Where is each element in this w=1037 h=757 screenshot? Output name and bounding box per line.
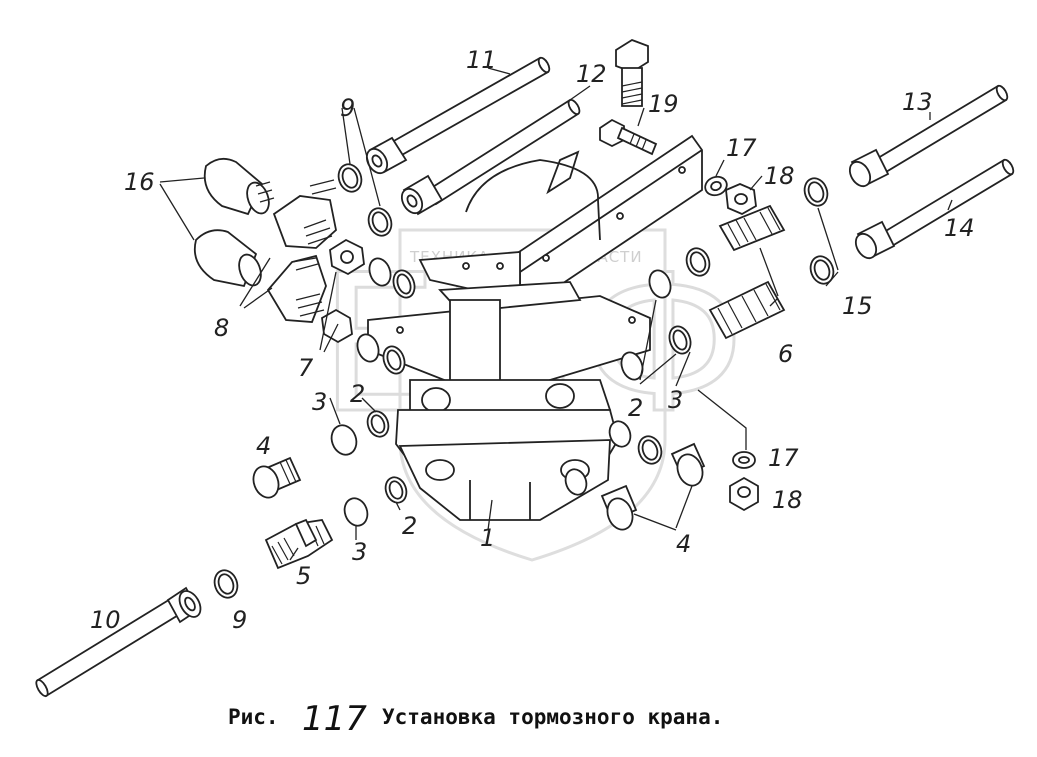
label-6: 6 (778, 340, 793, 368)
label-3a: 3 (312, 388, 327, 416)
label-1: 1 (480, 524, 495, 552)
label-17b: 17 (768, 444, 799, 472)
caption-text: Установка тормозного крана. (382, 705, 723, 729)
elbow-8-top (272, 179, 337, 249)
plug-4-right-top (670, 442, 706, 487)
label-10: 10 (90, 606, 121, 634)
label-15: 15 (842, 292, 873, 320)
elbow-8-bottom (266, 254, 327, 323)
label-3b: 3 (352, 538, 367, 566)
label-2c: 2 (628, 394, 643, 422)
label-18b: 18 (772, 486, 803, 514)
pipe-13 (848, 84, 1009, 188)
caption-prefix: Рис. (228, 705, 279, 729)
label-7: 7 (298, 354, 314, 382)
part-labels: 1 2 2 2 3 3 3 4 4 5 6 7 8 9 9 10 11 12 1… (90, 46, 975, 634)
label-14: 14 (944, 214, 975, 242)
label-9b: 9 (232, 606, 247, 634)
label-9a: 9 (340, 94, 355, 122)
label-17a: 17 (726, 134, 757, 162)
figure-caption: Рис. 117 Установка тормозного крана. (228, 699, 723, 739)
label-11: 11 (466, 46, 497, 74)
pipe-12 (400, 98, 581, 216)
label-13: 13 (902, 88, 933, 116)
cap-16-top (203, 157, 275, 216)
fitting-5 (264, 518, 334, 570)
label-2a: 2 (350, 380, 365, 408)
pipe-11 (365, 56, 551, 175)
fitting-6-bottom (708, 280, 786, 340)
fitting-6-top (718, 204, 786, 252)
nut-18-bottom (729, 476, 759, 512)
label-4a: 4 (256, 432, 271, 460)
label-19: 19 (648, 90, 679, 118)
label-8: 8 (214, 314, 229, 342)
bolt-19 (615, 39, 649, 107)
bolt-19-small (599, 118, 658, 156)
pipe-10 (35, 586, 202, 698)
plug-3-left (330, 424, 358, 456)
caption-number: 117 (302, 699, 367, 739)
label-3c: 3 (668, 386, 683, 414)
label-2b: 2 (402, 512, 417, 540)
label-12: 12 (576, 60, 607, 88)
nut-18-top (725, 183, 757, 216)
brake-valve-body (367, 281, 651, 521)
plug-4-left (252, 456, 302, 499)
label-16: 16 (124, 168, 155, 196)
cap-16-bottom (193, 229, 262, 288)
label-4b: 4 (676, 530, 691, 558)
plug-4-right-bottom (600, 484, 638, 531)
label-5: 5 (296, 562, 311, 590)
leader-lines (159, 67, 953, 561)
pipe-14 (854, 158, 1015, 260)
label-18a: 18 (764, 162, 795, 190)
